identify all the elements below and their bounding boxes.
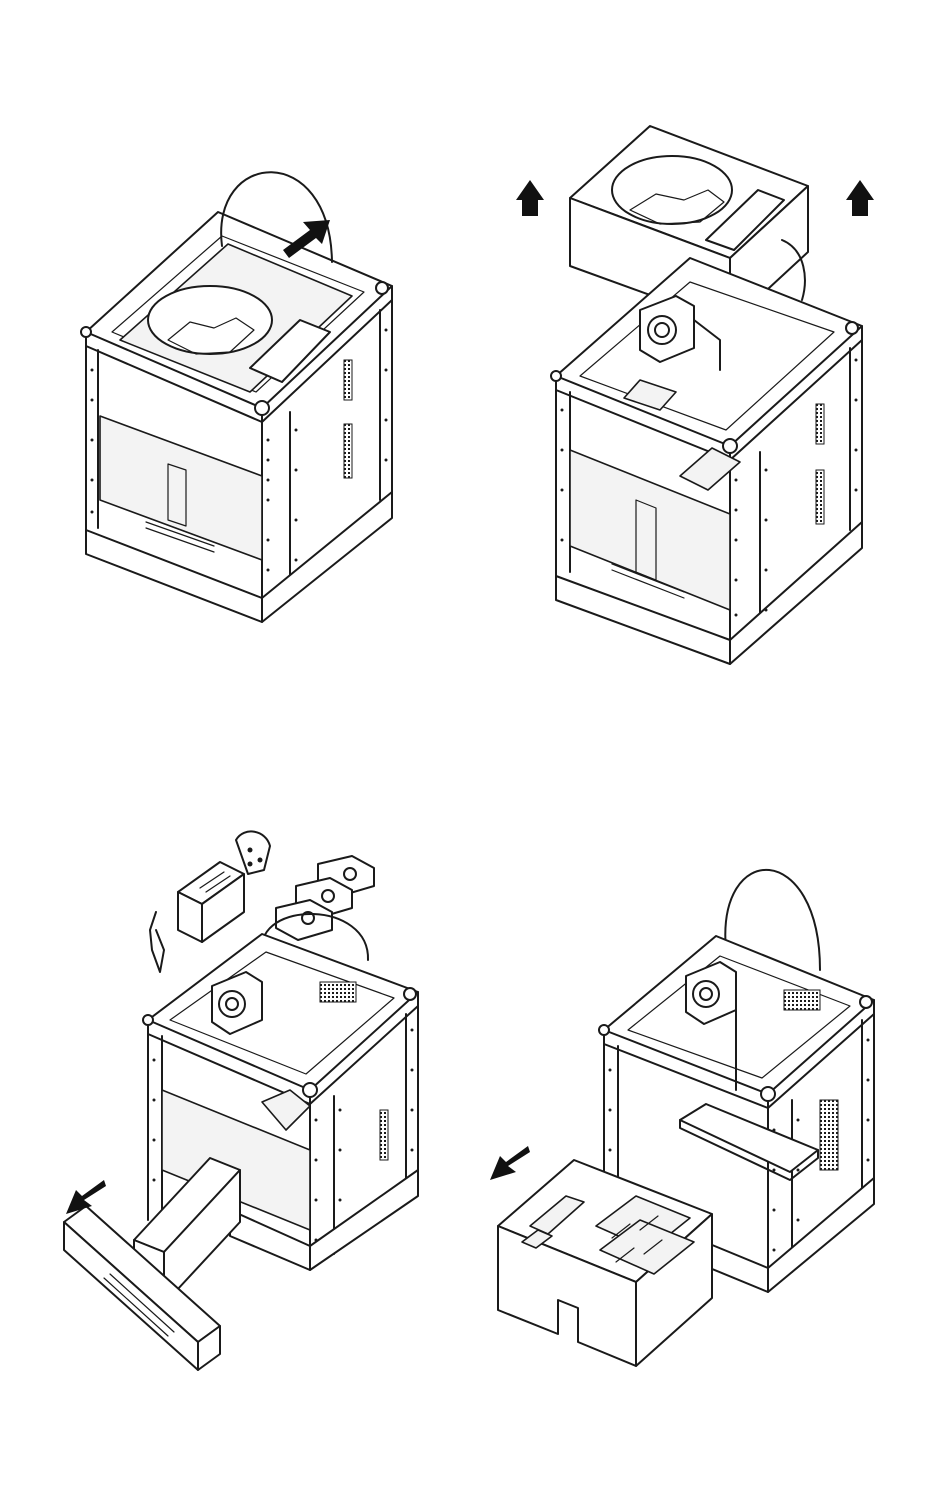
up-arrow-right: [846, 180, 874, 216]
panel-step-3: [64, 831, 418, 1370]
filament-spool-holders: [276, 856, 374, 940]
up-arrow-left: [516, 180, 544, 216]
build-plate: [680, 1104, 818, 1180]
accessory-box: [178, 862, 244, 942]
inner-foam-block: [100, 416, 262, 560]
panel-step-2: [516, 126, 874, 664]
direction-arrow: [490, 1146, 530, 1180]
power-cable: [150, 912, 164, 972]
side-vent-mesh: [344, 424, 352, 478]
side-vent-mesh: [380, 1110, 388, 1160]
rear-vent-mesh: [320, 982, 356, 1002]
side-vent-mesh: [816, 470, 824, 524]
accessory-plate: [236, 831, 270, 874]
side-vent-mesh: [820, 1100, 838, 1170]
side-vent-mesh: [344, 360, 352, 400]
panel-step-4: [490, 870, 874, 1366]
side-vent-mesh: [816, 404, 824, 444]
rear-vent-mesh: [784, 990, 820, 1010]
panel-step-1: [81, 172, 392, 622]
bottom-foam-tray: [498, 1160, 712, 1366]
